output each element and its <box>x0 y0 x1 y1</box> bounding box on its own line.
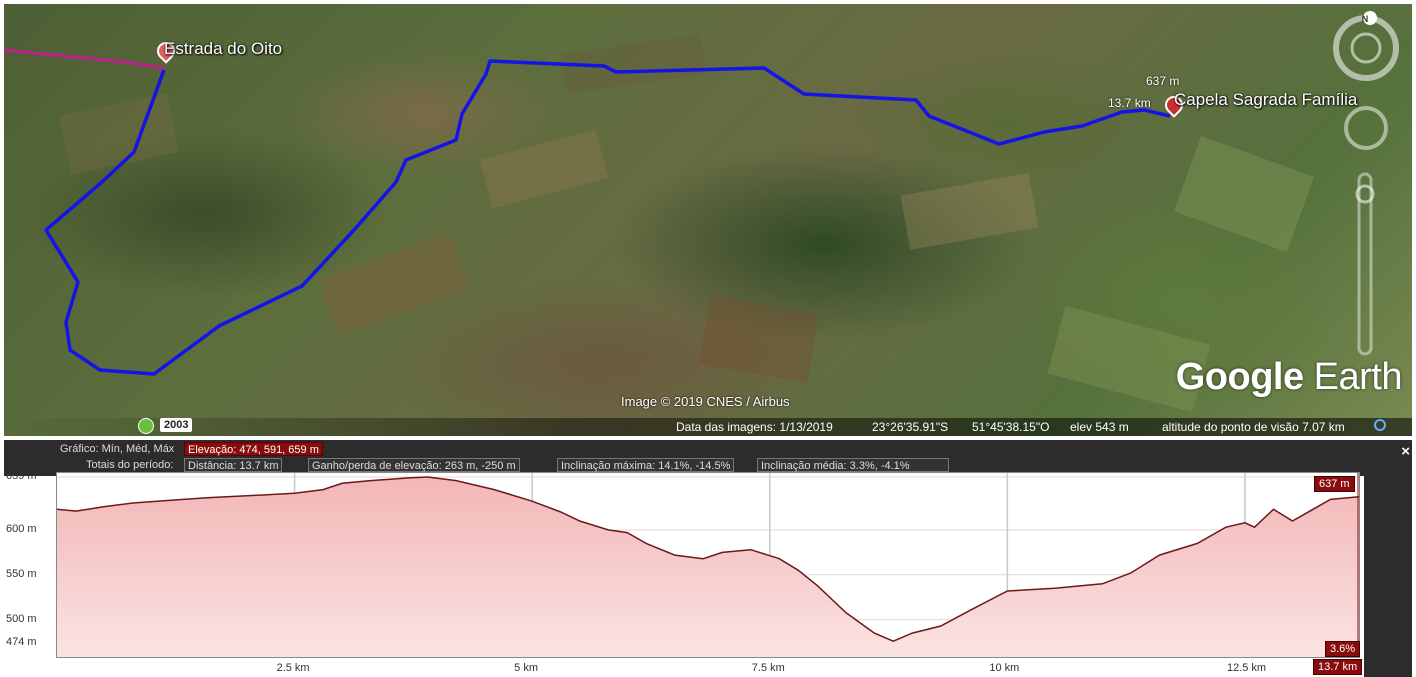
imagery-copyright: Image © 2019 CNES / Airbus <box>621 394 790 409</box>
elevation-cursor-readout: 637 m <box>1314 476 1355 492</box>
distance-cursor-readout: 13.7 km <box>1313 659 1363 675</box>
chart-right-bar <box>1364 476 1412 677</box>
y-tick-label: 550 m <box>6 567 37 580</box>
y-tick-label: 659 m <box>6 470 37 482</box>
streaming-icon <box>1374 419 1386 431</box>
historical-imagery-clock-icon[interactable] <box>138 418 154 434</box>
totals-label: Totais do período: <box>86 459 174 471</box>
longitude-readout: 51°45'38.15"O <box>972 420 1050 434</box>
x-tick-label: 2.5 km <box>276 662 310 674</box>
imagery-date: Data das imagens: 1/13/2019 <box>676 420 833 434</box>
close-panel-button[interactable]: × <box>1401 443 1410 460</box>
road-line <box>4 48 165 70</box>
map-overlay: N <box>4 11 1399 413</box>
logo-earth: Earth <box>1313 356 1403 398</box>
x-tick-label: 10 km <box>989 662 1020 674</box>
elevation-chart-svg[interactable] <box>56 473 1360 657</box>
latitude-readout: 23°26'35.91"S <box>872 420 949 434</box>
y-tick-label: 600 m <box>6 522 37 535</box>
field-texture <box>58 34 1315 413</box>
x-tick-label: 5 km <box>514 662 539 674</box>
elevation-stats-box[interactable]: Elevação: 474, 591, 659 m <box>184 442 323 456</box>
pin-label-start[interactable]: Estrada do Oito <box>164 39 283 58</box>
status-bar: Data das imagens: 1/13/2019 23°26'35.91"… <box>4 418 1412 436</box>
avg-slope-box[interactable]: Inclinação média: 3.3%, -4.1% <box>757 458 949 472</box>
logo-google: Google <box>1175 356 1304 398</box>
y-tick-label: 474 m <box>6 636 37 648</box>
google-earth-logo: Google Earth <box>1175 356 1403 399</box>
compass-n[interactable]: N <box>1362 14 1369 24</box>
elevation-line <box>56 476 1360 643</box>
map-view[interactable]: N Estrada do Oito Capela Sagrada Família… <box>4 4 1412 436</box>
elevation-chart[interactable] <box>56 472 1360 658</box>
x-tick-label: 7.5 km <box>751 662 785 674</box>
x-tick-label: 12.5 km <box>1226 662 1267 674</box>
y-tick-label: 500 m <box>6 612 37 625</box>
eye-altitude-readout: altitude do ponto de visão 7.07 km <box>1162 420 1345 434</box>
elevation-readout: elev 543 m <box>1070 420 1129 434</box>
elevation-gain-box[interactable]: Ganho/perda de elevação: 263 m, -250 m <box>308 458 520 472</box>
graph-label: Gráfico: Mín, Méd, Máx <box>60 443 175 455</box>
distance-box[interactable]: Distância: 13.7 km <box>184 458 283 472</box>
navigation-controls[interactable] <box>1333 11 1399 356</box>
route-distance-label: 13.7 km <box>1108 96 1151 110</box>
slope-cursor-readout: 3.6% <box>1325 641 1361 657</box>
elevation-area <box>57 477 1359 657</box>
route-path <box>44 59 1171 376</box>
pin-label-end[interactable]: Capela Sagrada Família <box>1174 90 1358 109</box>
route-elevation-label: 637 m <box>1146 74 1180 88</box>
max-slope-box[interactable]: Inclinação máxima: 14.1%, -14.5% <box>557 458 735 472</box>
historical-year-badge[interactable]: 2003 <box>160 418 193 432</box>
